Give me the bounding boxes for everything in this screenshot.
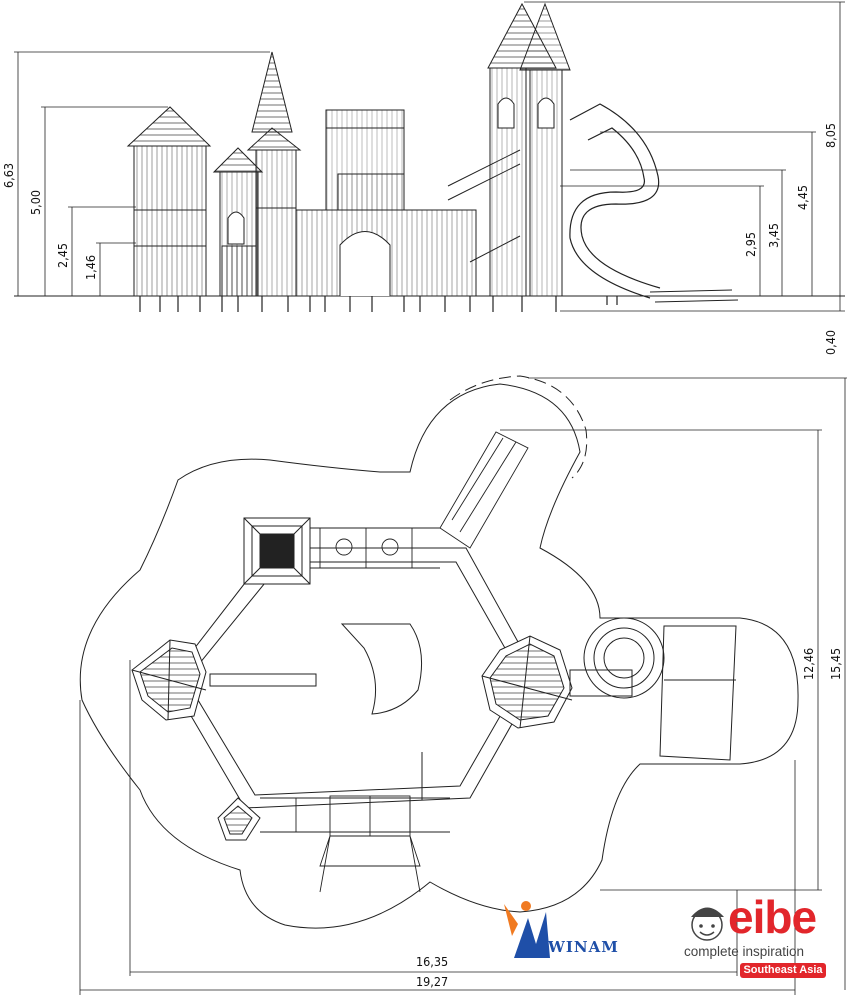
dim-plan-15-45: 15,45 xyxy=(828,648,843,680)
central-shape xyxy=(340,623,423,715)
safety-zone-outline xyxy=(79,383,799,929)
dim-elevation-3-45: 3,45 xyxy=(766,223,781,248)
left-tower xyxy=(126,106,212,297)
square-tower-roof xyxy=(243,517,311,585)
dim-elevation-1-46: 1,46 xyxy=(83,255,98,280)
dim-elevation-2-95: 2,95 xyxy=(743,232,758,257)
left-hex-roof xyxy=(131,639,207,721)
eibe-mascot-icon xyxy=(691,907,724,941)
dim-elevation-8-05: 8,05 xyxy=(823,123,838,148)
small-spire-tower xyxy=(212,147,264,297)
tall-spire-tower xyxy=(246,51,302,297)
eibe-tagline: complete inspiration xyxy=(684,944,805,959)
winam-logo-icon xyxy=(504,901,550,958)
dim-elevation-6-63: 6,63 xyxy=(1,163,16,188)
dim-elevation-5-00: 5,00 xyxy=(28,190,43,215)
dim-elevation-2-45: 2,45 xyxy=(55,243,70,268)
eibe-region-badge: Southeast Asia xyxy=(740,963,826,978)
ladder xyxy=(439,431,529,549)
elevation-dims-right xyxy=(524,1,845,311)
elevation-dims-left xyxy=(14,51,270,296)
dim-elevation-4-45: 4,45 xyxy=(795,185,810,210)
plan-dims xyxy=(79,377,847,995)
right-hex-roof xyxy=(481,635,573,729)
bottom-left-roof xyxy=(217,797,261,841)
spiral-tube-slide xyxy=(569,103,739,303)
central-bridge xyxy=(295,109,477,297)
dim-plan-12-46: 12,46 xyxy=(801,648,816,680)
elevation-view xyxy=(14,1,845,312)
plan-view xyxy=(79,375,847,995)
dim-foundation-0-40: 0,40 xyxy=(823,330,838,355)
dim-plan-16-35: 16,35 xyxy=(416,954,448,969)
dim-plan-19-27: 19,27 xyxy=(416,974,448,989)
deck-panels xyxy=(260,527,450,893)
foundation-posts xyxy=(139,296,618,312)
eibe-name: eibe xyxy=(728,891,817,943)
tube-slide-plan xyxy=(569,617,737,761)
right-twin-towers xyxy=(447,2,571,297)
winam-name: WINAM xyxy=(548,938,619,956)
